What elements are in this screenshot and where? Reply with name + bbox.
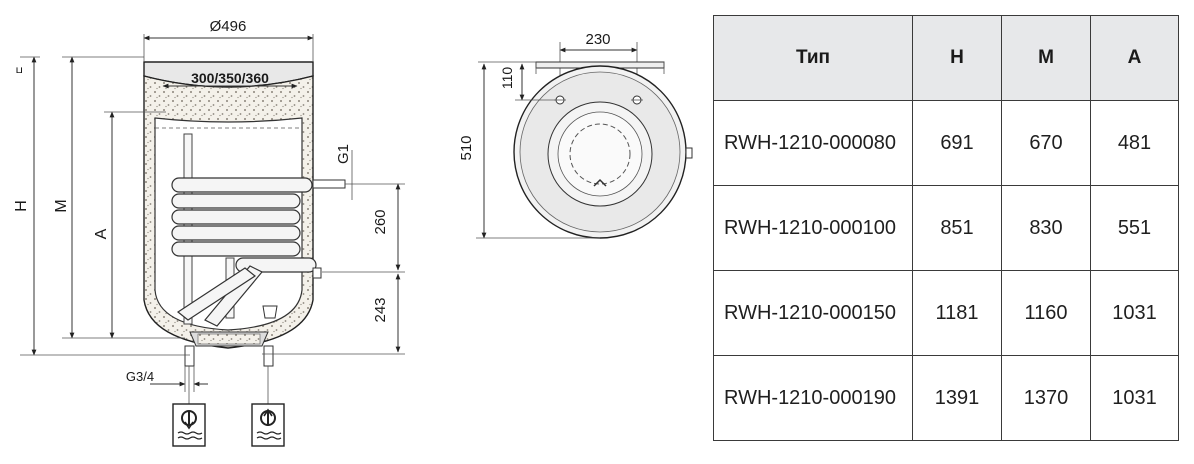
water-outlet-icon	[251, 403, 285, 447]
cell-h: 851	[912, 185, 1002, 271]
cell-a: 1031	[1090, 355, 1179, 441]
label-g34: G3/4	[126, 369, 154, 384]
label-h: H	[13, 200, 30, 212]
header-type: Тип	[713, 15, 913, 101]
coil-outlet-pipe	[312, 267, 322, 279]
label-g1: G1	[335, 144, 352, 164]
dim-230: 230	[585, 31, 610, 48]
dim-110: 110	[499, 67, 515, 90]
dim-510: 510	[458, 135, 475, 160]
water-inlet-icon	[172, 403, 206, 447]
table-row: RWH-1210-000100 851 830 551	[713, 185, 1179, 271]
header-a: A	[1090, 15, 1179, 101]
label-m: M	[53, 199, 70, 212]
cell-model: RWH-1210-000190	[713, 355, 913, 441]
header-m: M	[1001, 15, 1091, 101]
cell-m: 1160	[1001, 270, 1091, 356]
heat-exchanger-coil	[171, 177, 317, 327]
dim-243: 243	[372, 297, 389, 322]
coil-inlet-pipe	[312, 179, 346, 189]
hot-water-outlet-pipe	[263, 345, 274, 367]
table-row: RWH-1210-000150 1181 1160 1031	[713, 270, 1179, 356]
dim-diameter: Ø496	[210, 18, 247, 35]
cell-h: 1391	[912, 355, 1002, 441]
cell-a: 1031	[1090, 270, 1179, 356]
table-header-row: Тип H M A	[713, 15, 1179, 101]
svg-text:⊏: ⊏	[14, 66, 24, 74]
front-view: Ø496 300/350/360 H ⊏ M A G1 260 243	[13, 18, 405, 447]
cell-m: 670	[1001, 100, 1091, 186]
cell-h: 1181	[912, 270, 1002, 356]
cell-a: 481	[1090, 100, 1179, 186]
cell-a: 551	[1090, 185, 1179, 271]
label-a: A	[93, 228, 110, 239]
table-row: RWH-1210-000080 691 670 481	[713, 100, 1179, 186]
header-h: H	[912, 15, 1002, 101]
cell-model: RWH-1210-000150	[713, 270, 913, 356]
top-view: 230 110 510	[458, 31, 693, 239]
cell-model: RWH-1210-000100	[713, 185, 913, 271]
dim-bracket: 300/350/360	[191, 70, 269, 86]
table-row: RWH-1210-000190 1391 1370 1031	[713, 355, 1179, 441]
technical-drawing: Ø496 300/350/360 H ⊏ M A G1 260 243	[13, 18, 693, 447]
cell-model: RWH-1210-000080	[713, 100, 913, 186]
cell-h: 691	[912, 100, 1002, 186]
cell-m: 1370	[1001, 355, 1091, 441]
cell-m: 830	[1001, 185, 1091, 271]
dim-260: 260	[372, 209, 389, 234]
spec-table: Тип H M A RWH-1210-000080 691 670 481 RW…	[713, 15, 1179, 441]
cold-water-inlet-pipe	[184, 345, 195, 367]
